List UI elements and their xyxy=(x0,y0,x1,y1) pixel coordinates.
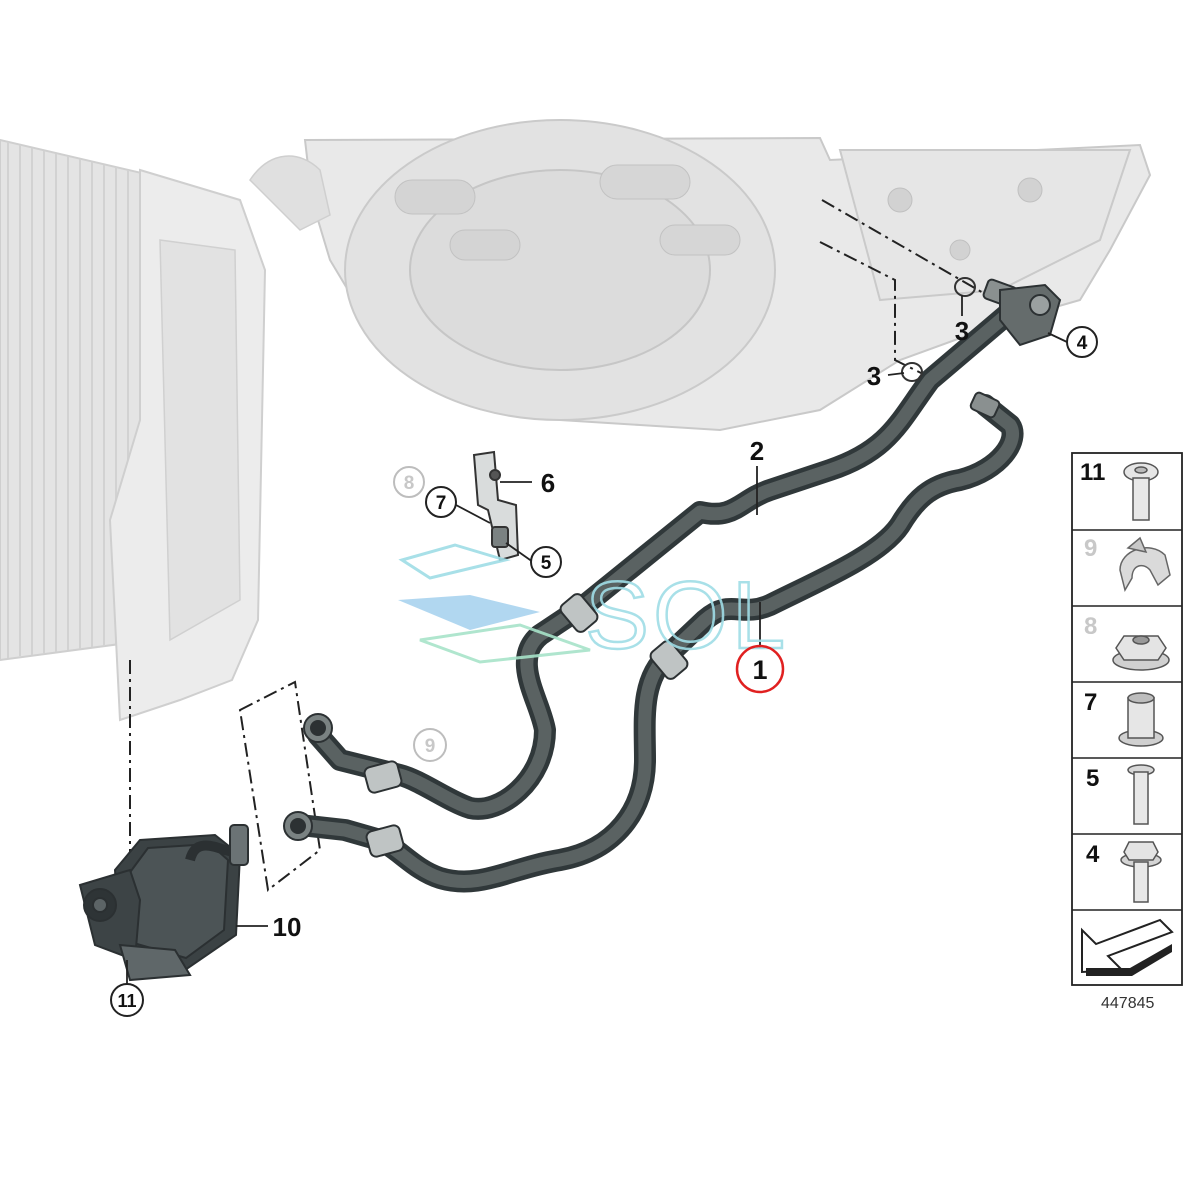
callout-3-upper: 3 xyxy=(955,316,969,346)
diagram-id: 447845 xyxy=(1101,995,1154,1012)
watermark-text: SOL xyxy=(585,562,789,669)
callout-label: 8 xyxy=(404,473,415,494)
hose-line-2 xyxy=(307,301,1021,820)
torx-bolt-icon xyxy=(1123,462,1159,521)
legend-item-9: 9 xyxy=(1084,535,1171,592)
hex-bolt-icon xyxy=(1120,841,1162,903)
radiator xyxy=(0,138,331,722)
legend-label: 8 xyxy=(1084,613,1097,640)
callout-label: 3 xyxy=(867,361,881,391)
banjo-connector xyxy=(999,283,1062,347)
parts-legend: 11 9 8 7 xyxy=(1071,452,1183,986)
callout-1[interactable]: 1 xyxy=(735,644,785,694)
sleeve-icon xyxy=(1118,692,1164,747)
callout-10: 10 xyxy=(273,912,302,942)
callout-label: 7 xyxy=(436,493,447,514)
callout-label: 3 xyxy=(955,316,969,346)
callout-2: 2 xyxy=(750,436,764,466)
legend-item-8: 8 xyxy=(1084,613,1170,671)
callout-5: 5 xyxy=(530,546,562,578)
legend-item-11: 11 xyxy=(1080,459,1159,521)
callout-label: 4 xyxy=(1077,333,1088,354)
legend-item-5: 5 xyxy=(1086,764,1155,825)
o-rings xyxy=(901,277,976,382)
callout-11: 11 xyxy=(110,983,144,1017)
callout-7: 7 xyxy=(425,486,457,518)
callout-label: 11 xyxy=(117,991,136,1011)
callout-3-lower: 3 xyxy=(867,361,881,391)
bolt-icon xyxy=(1127,764,1155,825)
callout-6: 6 xyxy=(541,468,555,498)
callout-8: 8 xyxy=(393,466,425,498)
callout-4: 4 xyxy=(1066,326,1098,358)
transmission-housing xyxy=(303,119,1152,432)
legend-item-arrow xyxy=(1081,918,1174,976)
hose-couplings xyxy=(283,278,1018,858)
callout-label: 2 xyxy=(750,436,764,466)
callout-label: 6 xyxy=(541,468,555,498)
clip-icon xyxy=(1119,536,1171,592)
leader-lines xyxy=(126,295,1068,985)
legend-label: 7 xyxy=(1084,689,1097,716)
legend-item-7: 7 xyxy=(1084,689,1164,747)
legend-label: 4 xyxy=(1086,841,1100,868)
watermark: SOL xyxy=(398,543,789,670)
legend-item-4: 4 xyxy=(1086,841,1162,903)
legend-label: 11 xyxy=(1080,459,1105,486)
oil-cooler xyxy=(78,824,249,982)
direction-arrow-icon xyxy=(1081,918,1174,976)
callout-label: 9 xyxy=(425,736,436,757)
callout-label: 1 xyxy=(752,655,767,685)
hex-nut-icon xyxy=(1112,635,1170,671)
bracket xyxy=(472,450,520,562)
callout-label: 10 xyxy=(273,912,302,942)
callout-highlight-ring xyxy=(735,644,785,694)
callout-9: 9 xyxy=(413,728,447,762)
assembly-guide-lines xyxy=(129,199,993,940)
legend-label: 5 xyxy=(1086,765,1099,792)
callout-label: 5 xyxy=(541,553,552,574)
legend-label: 9 xyxy=(1084,535,1097,562)
